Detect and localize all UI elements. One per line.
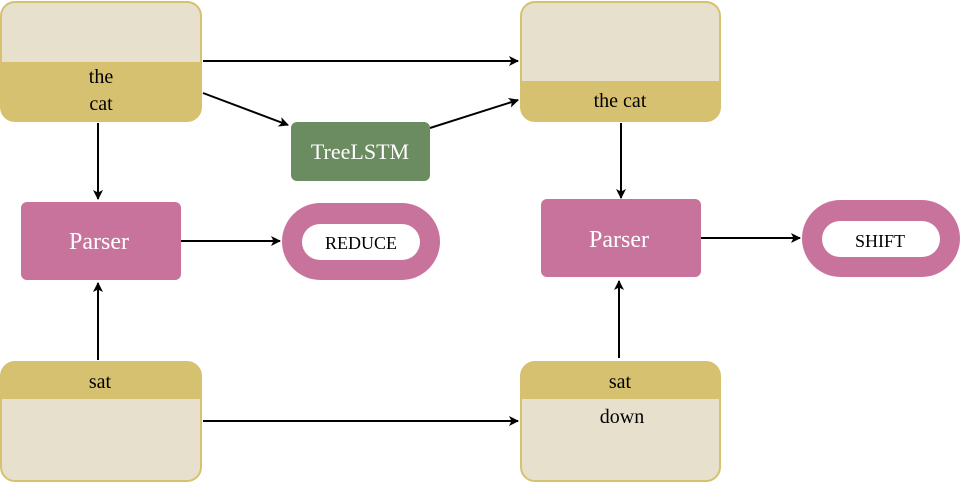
parser-right: Parser [541,199,701,277]
stack-right-text: the cat [594,90,647,112]
action-shift-label: SHIFT [855,231,905,251]
buffer-box-left: sat [0,361,202,482]
treelstm-label: TreeLSTM [311,139,409,164]
arrows [93,56,801,426]
stack-left-line1: the [89,66,114,88]
parser-left: Parser [21,202,181,280]
action-reduce-label: REDUCE [325,233,397,253]
parser-left-label: Parser [69,229,129,255]
action-reduce: REDUCE [282,203,440,280]
buffer-left-header: sat [89,371,112,393]
buffer-right-body: down [600,406,644,428]
buffer-box-right: sat down [520,361,721,482]
parser-right-label: Parser [589,227,649,253]
stack-box-right: the cat [520,1,721,122]
action-shift: SHIFT [802,200,960,277]
arrow-treelstm-to-stack [429,97,519,129]
treelstm-block: TreeLSTM [291,122,430,181]
stack-left-line2: cat [89,93,113,115]
buffer-right-header: sat [609,371,632,393]
arrow-stack-to-treelstm [202,92,289,127]
stack-box-left: the cat [0,1,202,122]
